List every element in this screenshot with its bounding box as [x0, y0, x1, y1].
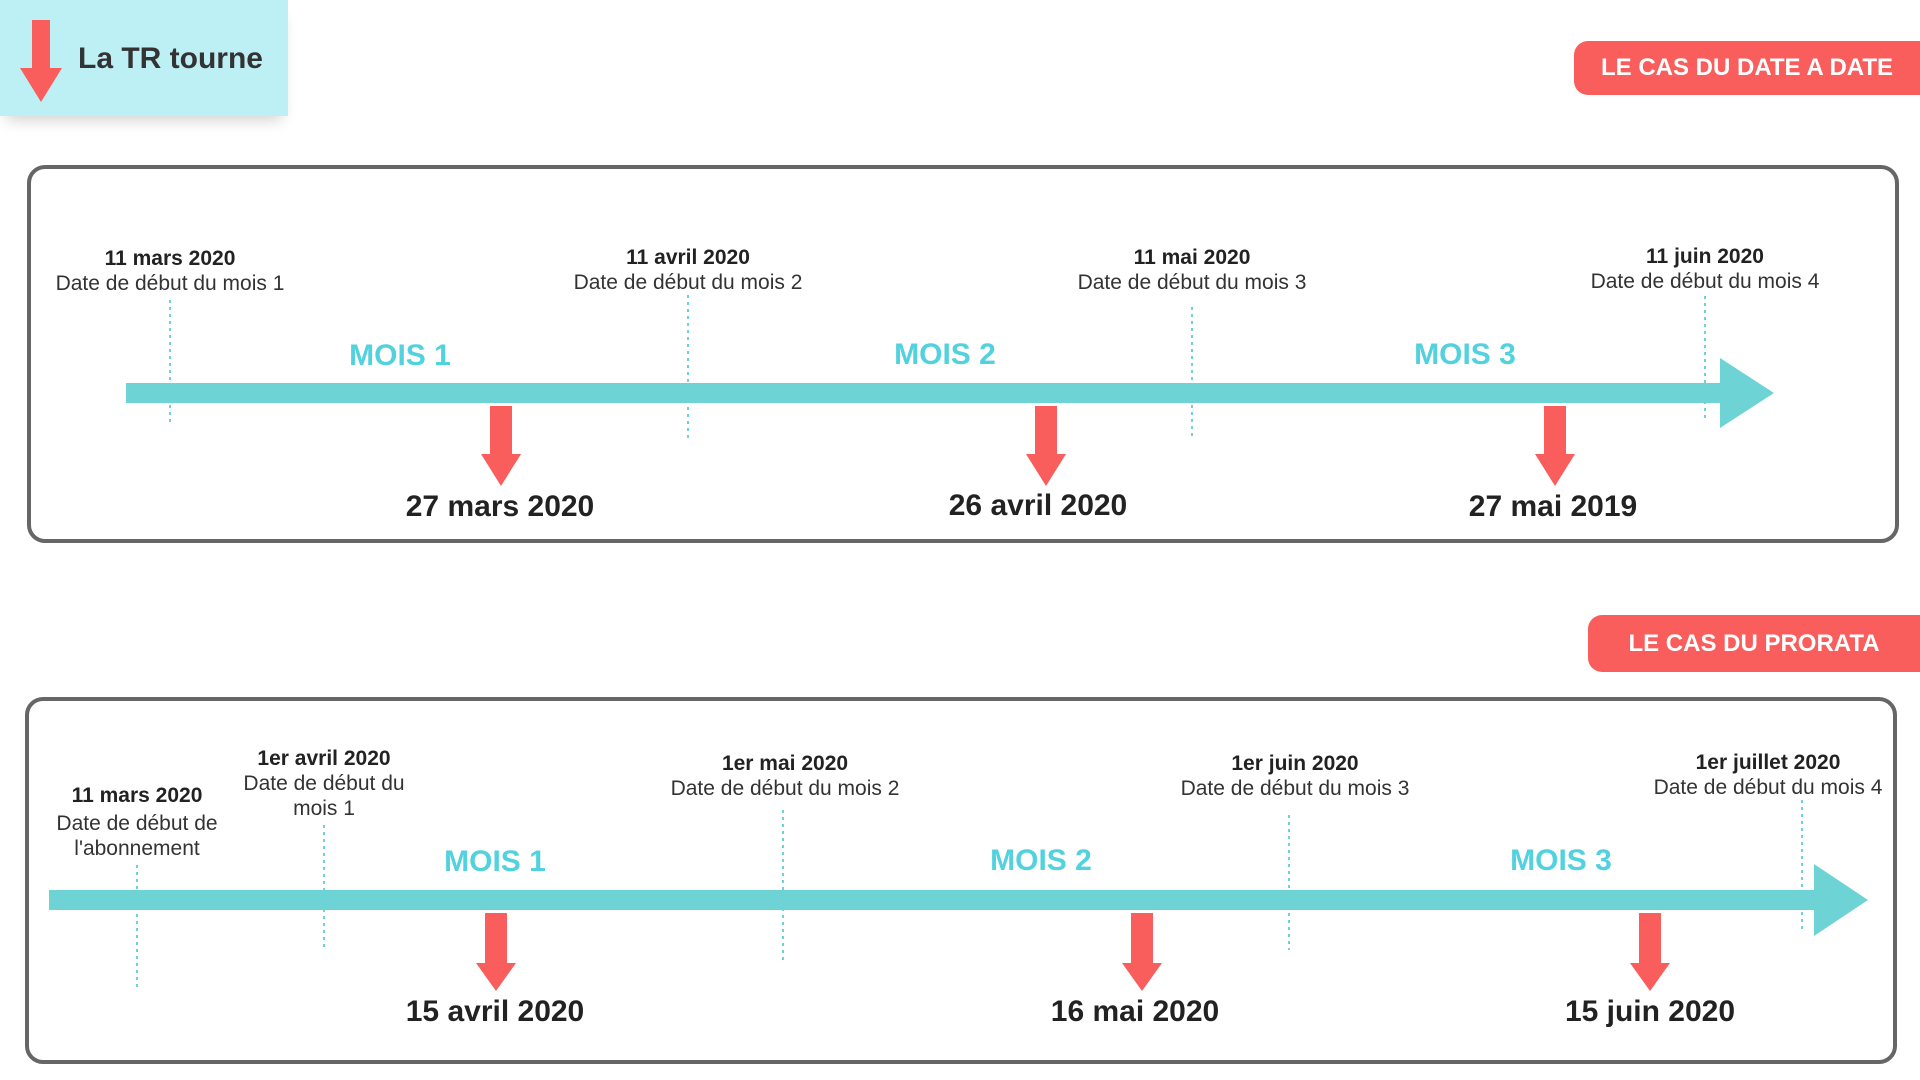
month-label: MOIS 3 [1510, 844, 1612, 877]
subscription-caption-line1: Date de début de [56, 812, 218, 835]
start-label: 11 juin 2020 Date de début du mois 4 [1591, 245, 1820, 294]
month-label: MOIS 3 [1414, 338, 1516, 371]
start-caption-line2: mois 1 [293, 797, 355, 820]
start-label: 11 avril 2020 Date de début du mois 2 [574, 246, 803, 295]
start-label: 1er avril 2020 Date de début du mois 1 [243, 747, 404, 821]
badge-date-a-date: LE CAS DU DATE A DATE [1574, 41, 1920, 95]
payment-arrow [1535, 406, 1575, 486]
start-date: 11 avril 2020 [626, 246, 750, 269]
month-label: MOIS 2 [990, 844, 1092, 877]
payment-arrow [1122, 913, 1162, 991]
start-date: 1er avril 2020 [257, 747, 391, 770]
payment-arrow [481, 406, 521, 486]
payment-date: 27 mars 2020 [405, 490, 595, 523]
start-label: 1er mai 2020 Date de début du mois 2 [671, 752, 900, 801]
month-label: MOIS 1 [444, 845, 546, 878]
start-caption-line1: Date de début du [243, 772, 405, 795]
timeline-arrowhead-1 [1720, 358, 1774, 428]
payment-date: 16 mai 2020 [1050, 995, 1220, 1028]
start-caption: Date de début du mois 1 [55, 272, 285, 295]
start-label: 1er juillet 2020 Date de début du mois 4 [1654, 751, 1883, 800]
start-label: 1er juin 2020 Date de début du mois 3 [1181, 752, 1410, 801]
start-date: 1er mai 2020 [721, 752, 849, 775]
start-date: 1er juin 2020 [1231, 752, 1359, 775]
timeline-axis-2 [49, 890, 1819, 910]
timeline-panel-date-a-date [27, 165, 1899, 543]
start-label: 11 mai 2020 Date de début du mois 3 [1078, 246, 1307, 295]
start-date: 11 mars 2020 [104, 247, 236, 270]
month-label: MOIS 1 [349, 339, 451, 372]
start-caption: Date de début du mois 4 [1590, 270, 1820, 293]
subscription-caption-line2: l'abonnement [74, 837, 200, 860]
timeline-axis-1 [126, 383, 1726, 403]
down-arrow-icon [20, 20, 62, 102]
legend-label: La TR tourne [78, 42, 263, 75]
payment-arrow [1026, 406, 1066, 486]
payment-date: 15 juin 2020 [1564, 995, 1736, 1028]
start-caption: Date de début du mois 3 [1180, 777, 1410, 800]
payment-date: 15 avril 2020 [405, 995, 585, 1028]
payment-date: 26 avril 2020 [948, 489, 1128, 522]
legend-box: La TR tourne [0, 0, 288, 116]
start-date: 1er juillet 2020 [1695, 751, 1841, 774]
timeline-arrowhead-2 [1814, 864, 1868, 936]
subscription-label: 11 mars 2020 Date de début de l'abonneme… [56, 784, 217, 861]
start-caption: Date de début du mois 2 [670, 777, 900, 800]
badge-prorata: LE CAS DU PRORATA [1588, 615, 1920, 672]
payment-date: 27 mai 2019 [1468, 490, 1638, 523]
start-caption: Date de début du mois 3 [1077, 271, 1307, 294]
start-date: 11 juin 2020 [1646, 245, 1764, 268]
start-caption: Date de début du mois 4 [1653, 776, 1883, 799]
payment-arrow [1630, 913, 1670, 991]
start-label: 11 mars 2020 Date de début du mois 1 [56, 247, 285, 296]
subscription-date: 11 mars 2020 [71, 784, 203, 807]
month-label: MOIS 2 [894, 338, 996, 371]
start-date: 11 mai 2020 [1133, 246, 1251, 269]
payment-arrow [476, 913, 516, 991]
timeline-panel-prorata [25, 697, 1897, 1064]
start-caption: Date de début du mois 2 [573, 271, 803, 294]
